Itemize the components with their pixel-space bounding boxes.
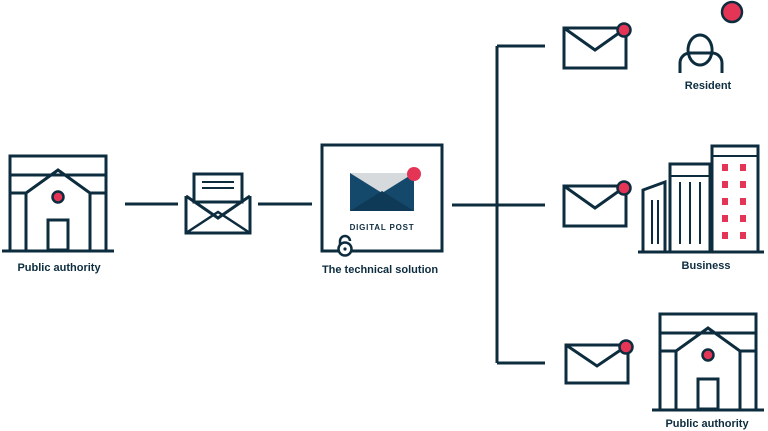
public-authority-sender-label: Public authority xyxy=(17,262,101,274)
envelope-to-resident-icon xyxy=(562,22,632,70)
envelope-to-authority-icon xyxy=(564,339,634,385)
connector-lines xyxy=(125,44,545,365)
resident-label: Resident xyxy=(684,80,732,92)
digital-post-logo-text: DIGITAL POST xyxy=(350,223,415,232)
business-label: Business xyxy=(681,260,731,272)
padlock-icon xyxy=(337,234,353,257)
public-authority-receiver-label: Public authority xyxy=(665,418,749,430)
envelope-to-business-icon xyxy=(562,180,632,228)
public-authority-left-icon xyxy=(2,154,114,253)
public-authority-right-icon xyxy=(652,312,764,412)
digital-post-logo xyxy=(350,167,421,211)
resident-person-icon xyxy=(678,0,744,73)
open-envelope-icon xyxy=(184,172,252,235)
business-buildings-icon xyxy=(638,144,764,254)
technical-solution-label: The technical solution xyxy=(321,264,439,276)
digital-post-box-icon xyxy=(320,143,444,253)
